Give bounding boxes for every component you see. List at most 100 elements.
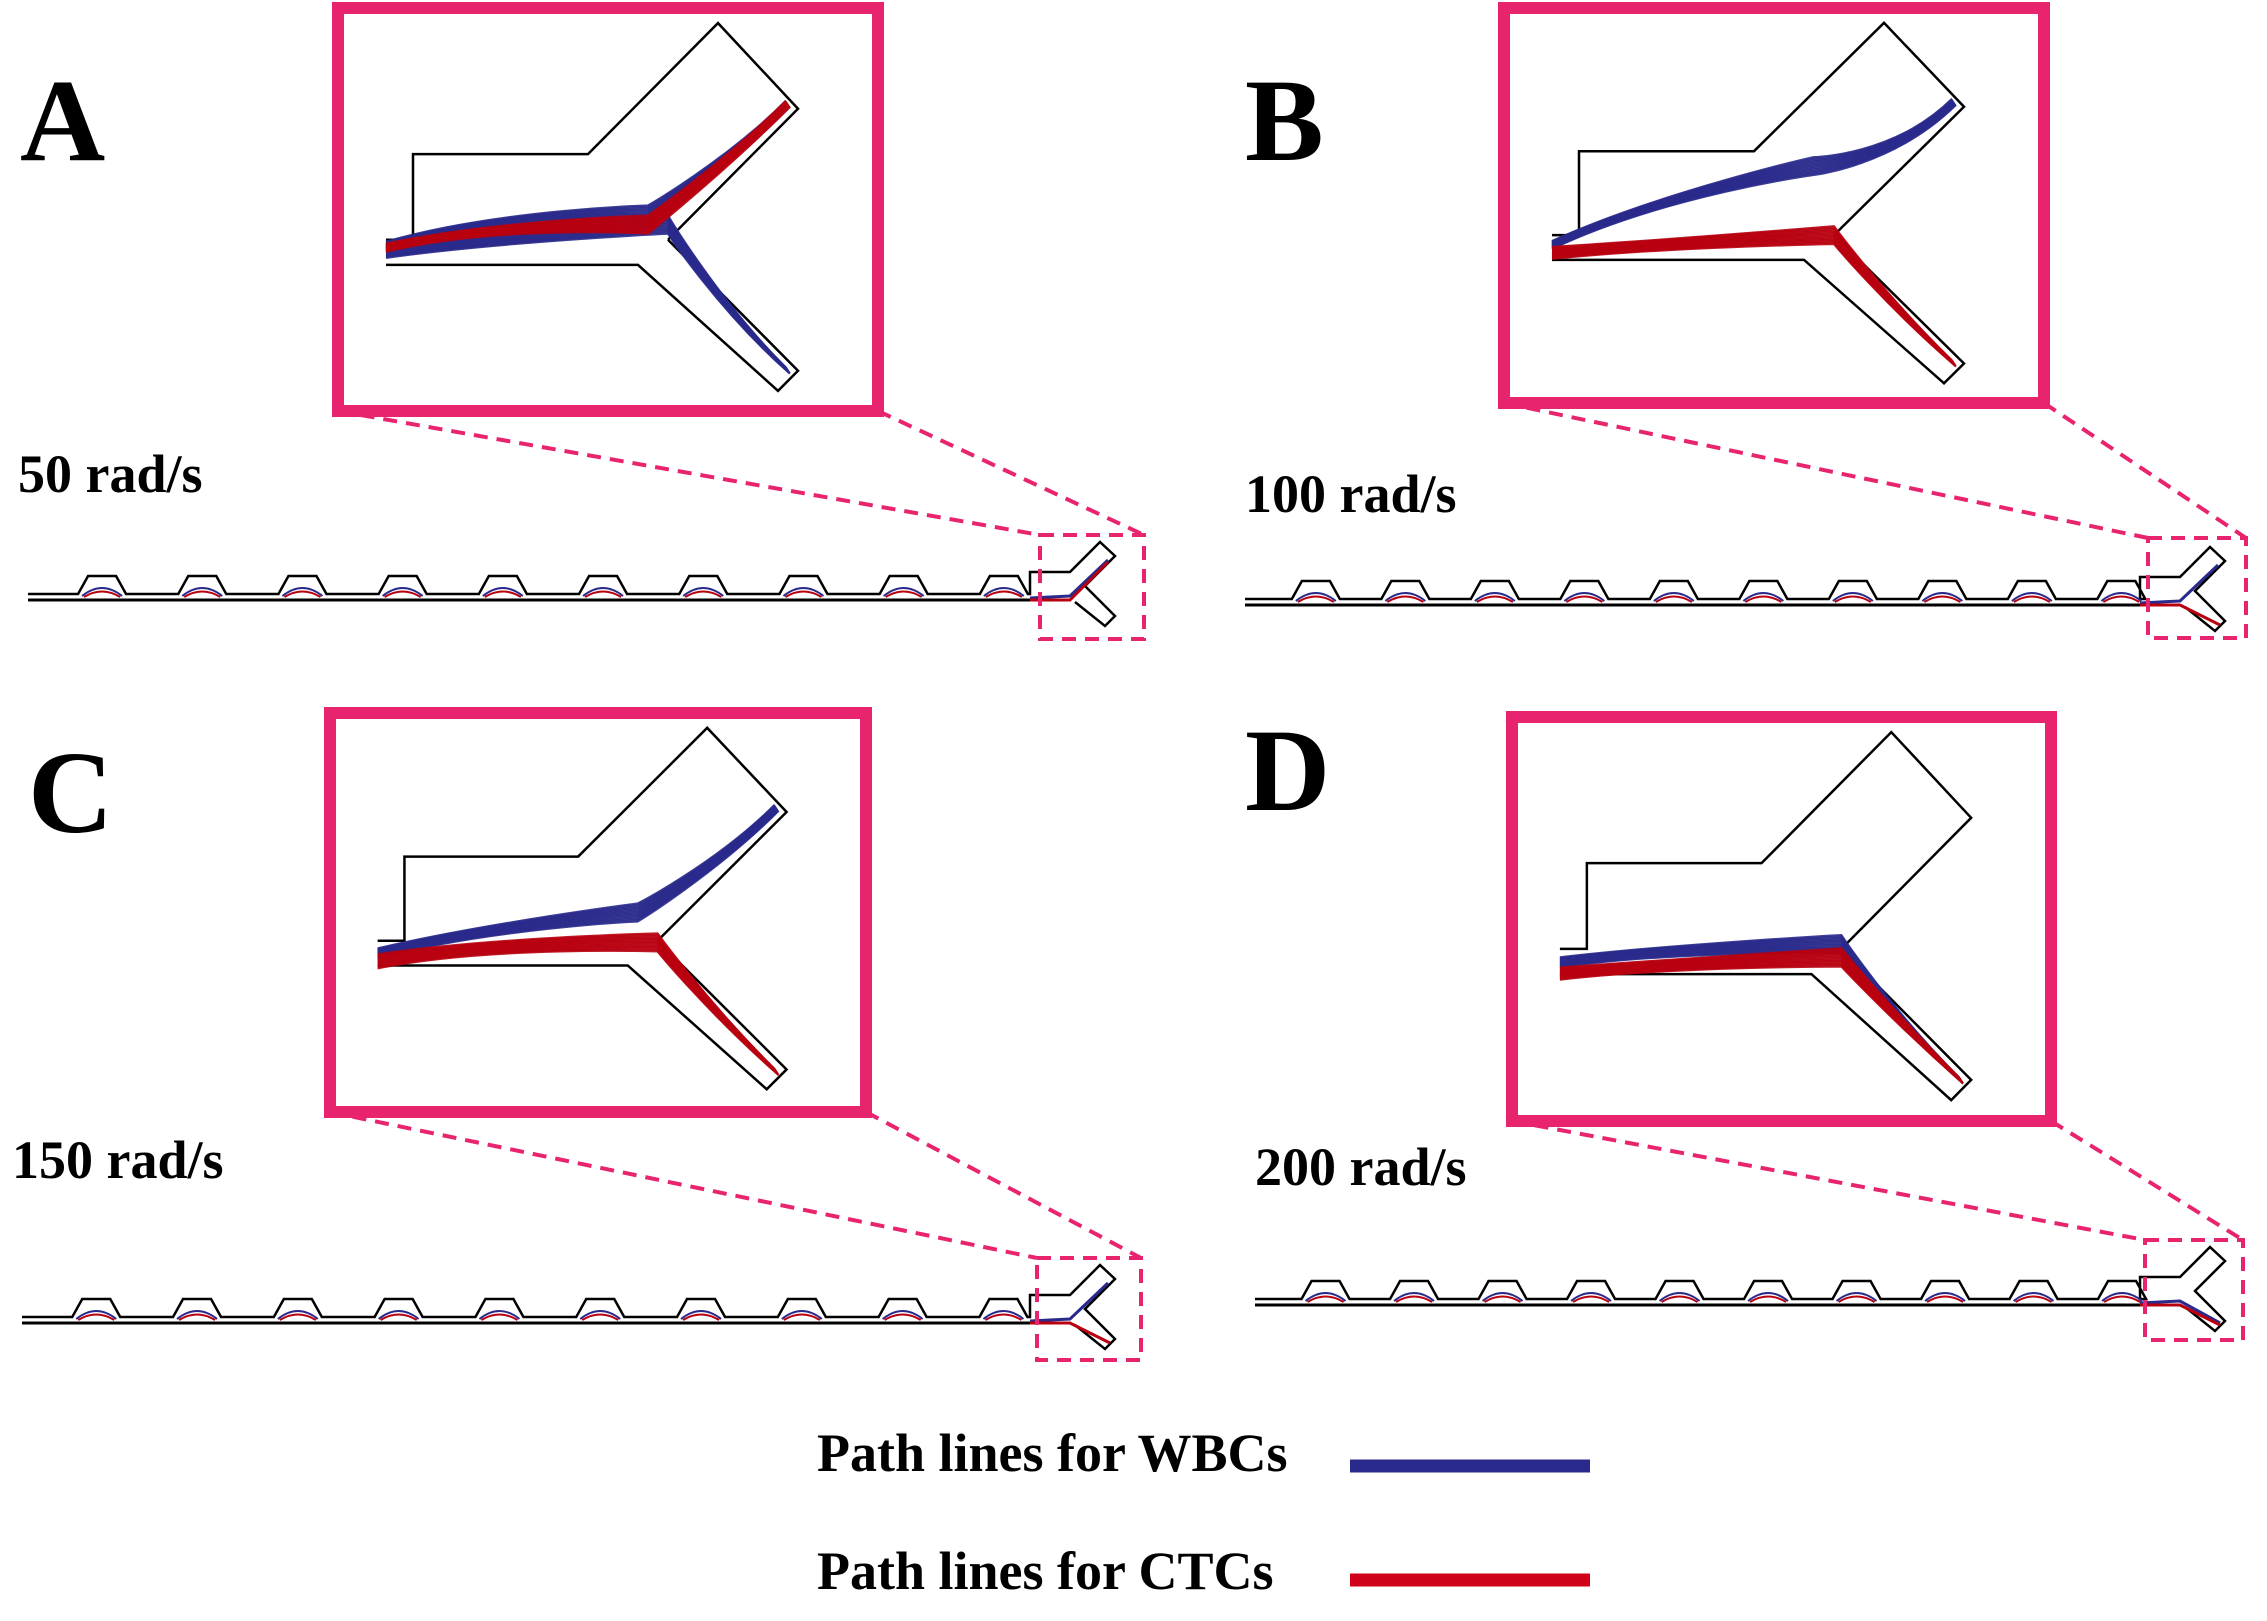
callout-line-left [1503, 401, 2149, 540]
chamber-wbc-trace [277, 1310, 319, 1320]
chamber-ctc-trace [1655, 595, 1693, 603]
inset-frame [1506, 711, 2057, 1127]
panel-letter: B [1245, 55, 1324, 186]
chamber-wbc-trace [1393, 1292, 1435, 1302]
channel-top-wall [28, 540, 1117, 628]
chamber-wbc-trace [983, 587, 1025, 597]
chamber-ctc-trace [283, 590, 321, 598]
inset-wbc-pathline [385, 232, 791, 375]
zoom-region-box [2146, 536, 2248, 640]
chamber-wbc-trace [1570, 1292, 1612, 1302]
outlet-ctc-trace [2140, 1303, 2221, 1327]
inset-ctc-pathline [377, 949, 780, 1076]
callout-line-right [865, 1110, 1142, 1260]
chamber-wbc-trace [1481, 1292, 1524, 1302]
chamber-ctc-trace [380, 1313, 418, 1321]
chamber-ctc-trace [1572, 1295, 1610, 1303]
callout-line-left [329, 1110, 1038, 1260]
chamber-wbc-trace [2012, 1292, 2055, 1302]
chamber-ctc-trace [1386, 595, 1424, 603]
outlet-wbc-trace [2139, 1299, 2221, 1325]
panel-letter: A [20, 55, 105, 186]
chamber-ctc-trace [183, 590, 221, 598]
speed-label: 200 rad/s [1255, 1137, 1467, 1197]
chamber-wbc-trace [482, 587, 524, 597]
chamber-wbc-trace [2011, 592, 2053, 602]
chamber-wbc-trace [1384, 592, 1426, 602]
chamber-ctc-trace [984, 1313, 1022, 1321]
legend-ctc-label: Path lines for CTCs [817, 1541, 1274, 1601]
chamber-ctc-trace [2102, 595, 2140, 603]
chamber-wbc-trace [1921, 592, 1963, 602]
callout-line-right [877, 409, 1145, 537]
chamber-ctc-trace [784, 590, 822, 598]
chamber-ctc-trace [1926, 1295, 1964, 1303]
inset-wbc-pathline [377, 809, 780, 960]
chamber-wbc-trace [1295, 592, 1337, 602]
chamber-ctc-trace [384, 590, 422, 598]
chamber-wbc-trace [1653, 592, 1695, 602]
inset-wbc-pathline [1551, 104, 1957, 250]
chamber-ctc-trace [581, 1313, 619, 1321]
chamber-wbc-trace [2101, 1292, 2143, 1302]
chamber-ctc-trace [1484, 1295, 1522, 1303]
outlet-ctc-trace [2140, 603, 2221, 627]
chamber-ctc-trace [682, 1313, 720, 1321]
chamber-ctc-trace [1307, 1295, 1345, 1303]
inset-ctc-pathline [1551, 242, 1957, 368]
chamber-ctc-trace [885, 590, 923, 598]
zoom-region-box [2143, 1238, 2245, 1342]
chamber-wbc-trace [782, 587, 825, 597]
chamber-ctc-trace [480, 1313, 518, 1321]
callout-line-right [2042, 401, 2248, 540]
chamber-wbc-trace [378, 1310, 420, 1320]
chamber-wbc-trace [1658, 1292, 1701, 1302]
chamber-wbc-trace [1832, 592, 1874, 602]
inset-frame [324, 707, 872, 1118]
panel-a: A 50 rad/s [18, 2, 1146, 641]
chamber-ctc-trace [1565, 595, 1603, 603]
outlet-wbc-trace [1029, 558, 1110, 600]
chamber-ctc-trace [2015, 1295, 2053, 1303]
chamber-wbc-trace [982, 1310, 1025, 1320]
chamber-ctc-trace [77, 1313, 115, 1321]
chamber-ctc-trace [178, 1313, 216, 1321]
chamber-wbc-trace [1563, 592, 1605, 602]
chamber-ctc-trace [2103, 1295, 2141, 1303]
panel-letter: C [28, 727, 113, 858]
chamber-ctc-trace [1297, 595, 1335, 603]
chamber-wbc-trace [478, 1310, 521, 1320]
chamber-wbc-trace [579, 1310, 621, 1320]
chamber-wbc-trace [181, 587, 223, 597]
speed-label: 50 rad/s [18, 444, 203, 504]
legend-wbc-label: Path lines for WBCs [817, 1423, 1288, 1483]
callout-line-left [337, 409, 1041, 537]
outlet-wbc-trace [1029, 1281, 1110, 1323]
chamber-ctc-trace [1749, 1295, 1787, 1303]
chamber-ctc-trace [1838, 1295, 1876, 1303]
chamber-wbc-trace [281, 587, 324, 597]
chamber-ctc-trace [1923, 595, 1961, 603]
chamber-ctc-trace [1744, 595, 1782, 603]
chamber-ctc-trace [1395, 1295, 1433, 1303]
chamber-wbc-trace [382, 587, 424, 597]
channel-top-wall [1245, 545, 2227, 633]
chamber-wbc-trace [1747, 1292, 1789, 1302]
chamber-wbc-trace [1924, 1292, 1966, 1302]
chamber-ctc-trace [1834, 595, 1872, 603]
chamber-wbc-trace [682, 587, 724, 597]
chamber-wbc-trace [883, 587, 925, 597]
chamber-wbc-trace [882, 1310, 924, 1320]
chamber-ctc-trace [1476, 595, 1514, 603]
callout-line-right [2049, 1119, 2245, 1242]
chamber-wbc-trace [81, 587, 123, 597]
chamber-ctc-trace [985, 590, 1023, 598]
speed-label: 150 rad/s [12, 1130, 224, 1190]
chamber-ctc-trace [1661, 1295, 1699, 1303]
zoom-region-box [1035, 1256, 1143, 1362]
chamber-ctc-trace [884, 1313, 922, 1321]
